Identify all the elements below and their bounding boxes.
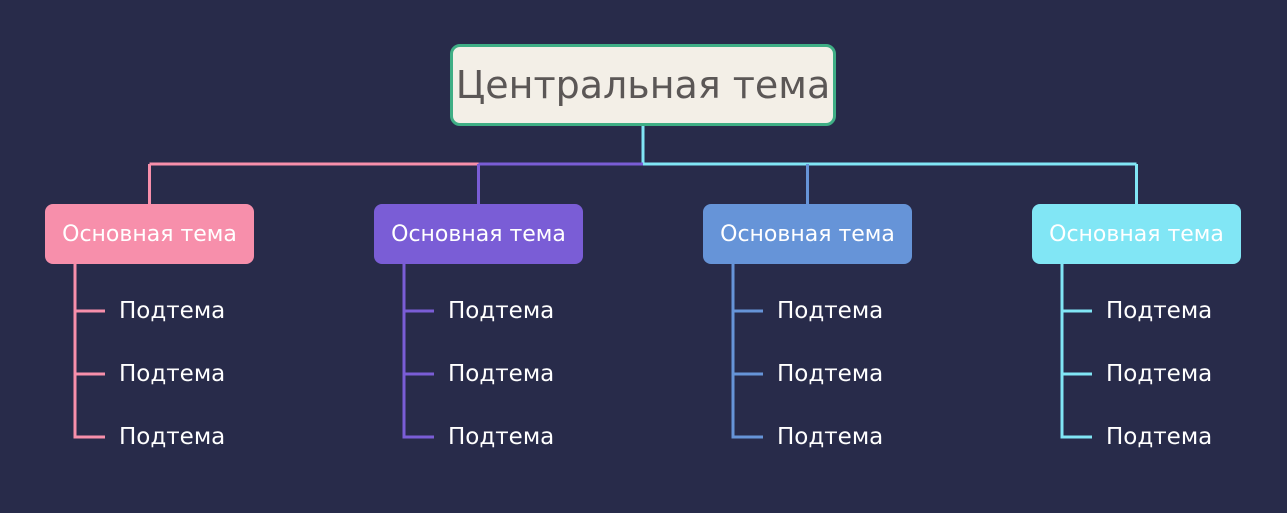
subtopic[interactable]: Подтема	[1106, 361, 1213, 387]
subtopic[interactable]: Подтема	[777, 298, 884, 324]
subtopic[interactable]: Подтема	[777, 424, 884, 450]
main-topic-3[interactable]: Основная тема	[703, 204, 912, 264]
subtopic[interactable]: Подтема	[448, 361, 555, 387]
subtopic[interactable]: Подтема	[1106, 424, 1213, 450]
subtopic[interactable]: Подтема	[1106, 298, 1213, 324]
subtopic[interactable]: Подтема	[448, 298, 555, 324]
main-topic-label: Основная тема	[720, 221, 895, 247]
subtopic[interactable]: Подтема	[119, 361, 226, 387]
subtopic[interactable]: Подтема	[448, 424, 555, 450]
main-topic-label: Основная тема	[1049, 221, 1224, 247]
main-topic-2[interactable]: Основная тема	[374, 204, 583, 264]
subtopic[interactable]: Подтема	[119, 298, 226, 324]
main-topic-1[interactable]: Основная тема	[45, 204, 254, 264]
subtopic[interactable]: Подтема	[777, 361, 884, 387]
main-topic-4[interactable]: Основная тема	[1032, 204, 1241, 264]
central-topic[interactable]: Центральная тема	[450, 44, 836, 126]
main-topic-label: Основная тема	[391, 221, 566, 247]
main-topic-label: Основная тема	[62, 221, 237, 247]
subtopic[interactable]: Подтема	[119, 424, 226, 450]
central-topic-label: Центральная тема	[455, 63, 831, 107]
